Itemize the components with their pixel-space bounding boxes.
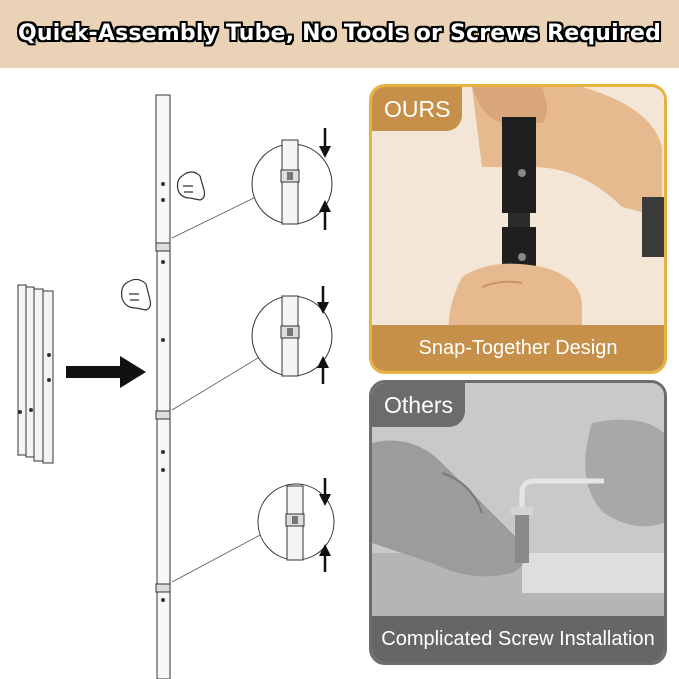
down-arrow-icon (317, 286, 329, 314)
banner-title: Quick-Assembly Tube, No Tools or Screws … (17, 21, 662, 46)
down-arrow-icon (319, 478, 331, 506)
screw-installation-photo (372, 383, 664, 662)
up-arrow-icon (317, 356, 329, 384)
right-arrow-icon (66, 356, 146, 388)
others-caption: Complicated Screw Installation (372, 616, 664, 662)
others-panel: Others Complicated Screw Installation (369, 380, 667, 665)
leader-lines (171, 195, 263, 583)
others-tag: Others (372, 383, 466, 427)
hand-icon (121, 171, 206, 311)
detail-circle-middle (251, 295, 333, 377)
up-arrow-icon (319, 200, 331, 230)
title-banner: Quick-Assembly Tube, No Tools or Screws … (0, 0, 679, 68)
detail-circle-top (251, 139, 333, 225)
detail-circle-bottom (257, 483, 335, 561)
assembled-tube (155, 94, 171, 679)
snap-together-photo (372, 87, 664, 371)
tube-bundle (17, 284, 54, 464)
ours-panel: OURS Snap-Together Design (369, 84, 667, 374)
up-arrow-icon (319, 544, 331, 572)
assembly-diagram (17, 94, 335, 679)
down-arrow-icon (319, 128, 331, 158)
ours-caption: Snap-Together Design (372, 325, 664, 371)
ours-tag: OURS (372, 87, 463, 131)
